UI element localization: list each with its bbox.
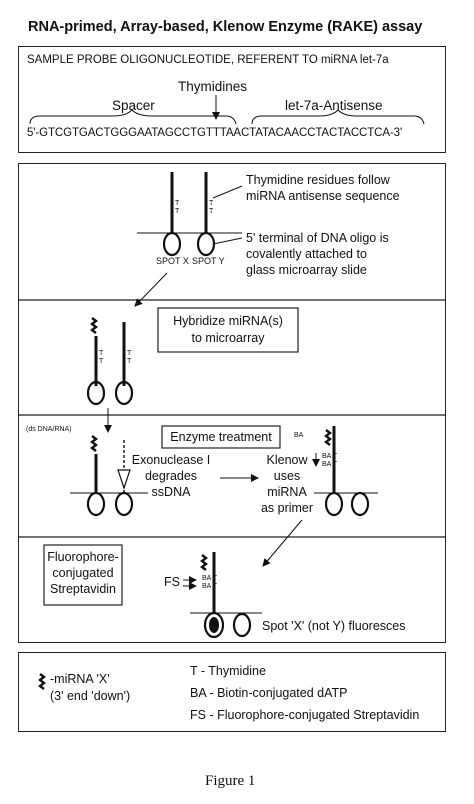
fs-label: FS (164, 575, 180, 589)
page-title: RNA-primed, Array-based, Klenow Enzyme (… (28, 19, 423, 35)
step3-left-probes (70, 435, 148, 517)
legend-ba: BA - Biotin-conjugated dATP (190, 686, 348, 700)
spot-x-label: SPOT X (156, 256, 189, 266)
main-procedure-box (18, 163, 446, 643)
hybridize-box (157, 307, 299, 353)
fluorophore-box (43, 544, 123, 606)
step1-probes (137, 172, 242, 257)
legend-mirna: -miRNA 'X'(3' end 'down') (50, 672, 131, 703)
figure-caption: Figure 1 (205, 773, 256, 789)
probe-heading: SAMPLE PROBE OLIGONUCLEOTIDE, REFERENT T… (27, 54, 389, 66)
legend-fs: FS - Fluorophore-conjugated Streptavidin (190, 708, 420, 722)
legend-t: T - Thymidine (190, 664, 266, 678)
note2-arrow (212, 237, 243, 245)
antisense-bracket (251, 109, 425, 125)
spacer-label: Spacer (112, 98, 155, 113)
enzyme-treatment-label: Enzyme treatment (170, 430, 272, 444)
fs-arrows (183, 576, 197, 590)
antisense-label: let-7a-Antisense (285, 98, 383, 113)
probe-sequence: 5'-GTCGTGACTGGGAATAGCCTGTTTAACTATACAACCT… (27, 127, 403, 139)
step3-to-step4-arrow (262, 519, 303, 567)
hybridize-label: Hybridize miRNA(s)to microarray (173, 314, 283, 345)
legend-mirna-icon (38, 673, 46, 690)
step3-right-probe (312, 426, 378, 517)
thymidines-label: Thymidines (178, 79, 248, 94)
spacer-bracket (29, 109, 237, 125)
step1-to-step2-arrow (134, 272, 168, 307)
step2-probes (86, 317, 134, 406)
probe-box (18, 46, 446, 153)
ds-label: (ds DNA/RNA) (26, 426, 72, 433)
step4-probe (190, 552, 262, 639)
result-label: Spot 'X' (not Y) fluoresces (262, 619, 406, 633)
spot-y-label: SPOT Y (192, 256, 225, 266)
note1-arrow (212, 185, 243, 199)
ba-label: BA (294, 432, 304, 439)
enzyme-box (161, 425, 281, 449)
legend-box (18, 652, 446, 732)
